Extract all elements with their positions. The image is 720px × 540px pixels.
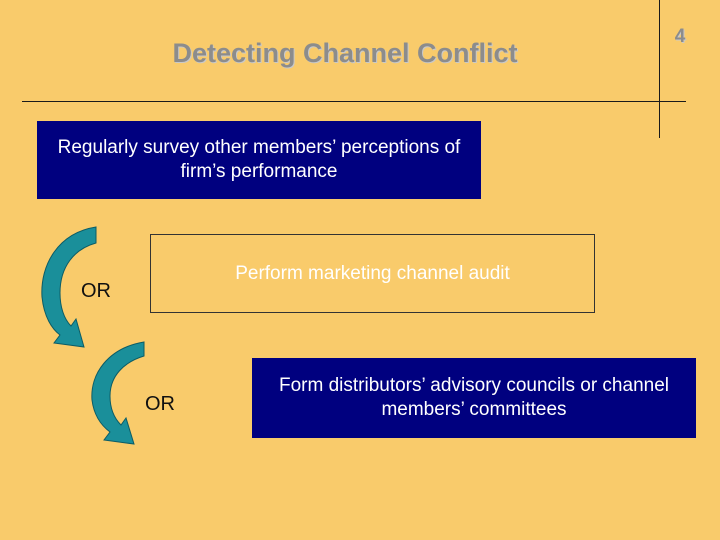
vertical-divider bbox=[659, 0, 660, 138]
survey-box: Regularly survey other members’ percepti… bbox=[37, 121, 481, 199]
councils-box: Form distributors’ advisory councils or … bbox=[252, 358, 696, 438]
horizontal-divider bbox=[22, 101, 686, 102]
survey-box-text: Regularly survey other members’ percepti… bbox=[57, 137, 461, 182]
councils-box-text: Form distributors’ advisory councils or … bbox=[278, 375, 669, 420]
or-label: OR bbox=[81, 280, 111, 302]
audit-box: Perform marketing channel audit bbox=[150, 234, 595, 313]
page-number: 4 bbox=[674, 26, 686, 47]
or-label: OR bbox=[145, 393, 175, 415]
slide-title: Detecting Channel Conflict bbox=[172, 38, 518, 68]
audit-box-text: Perform marketing channel audit bbox=[235, 262, 510, 284]
curved-arrow-icon bbox=[91, 341, 145, 445]
curved-arrow-icon bbox=[41, 226, 97, 348]
